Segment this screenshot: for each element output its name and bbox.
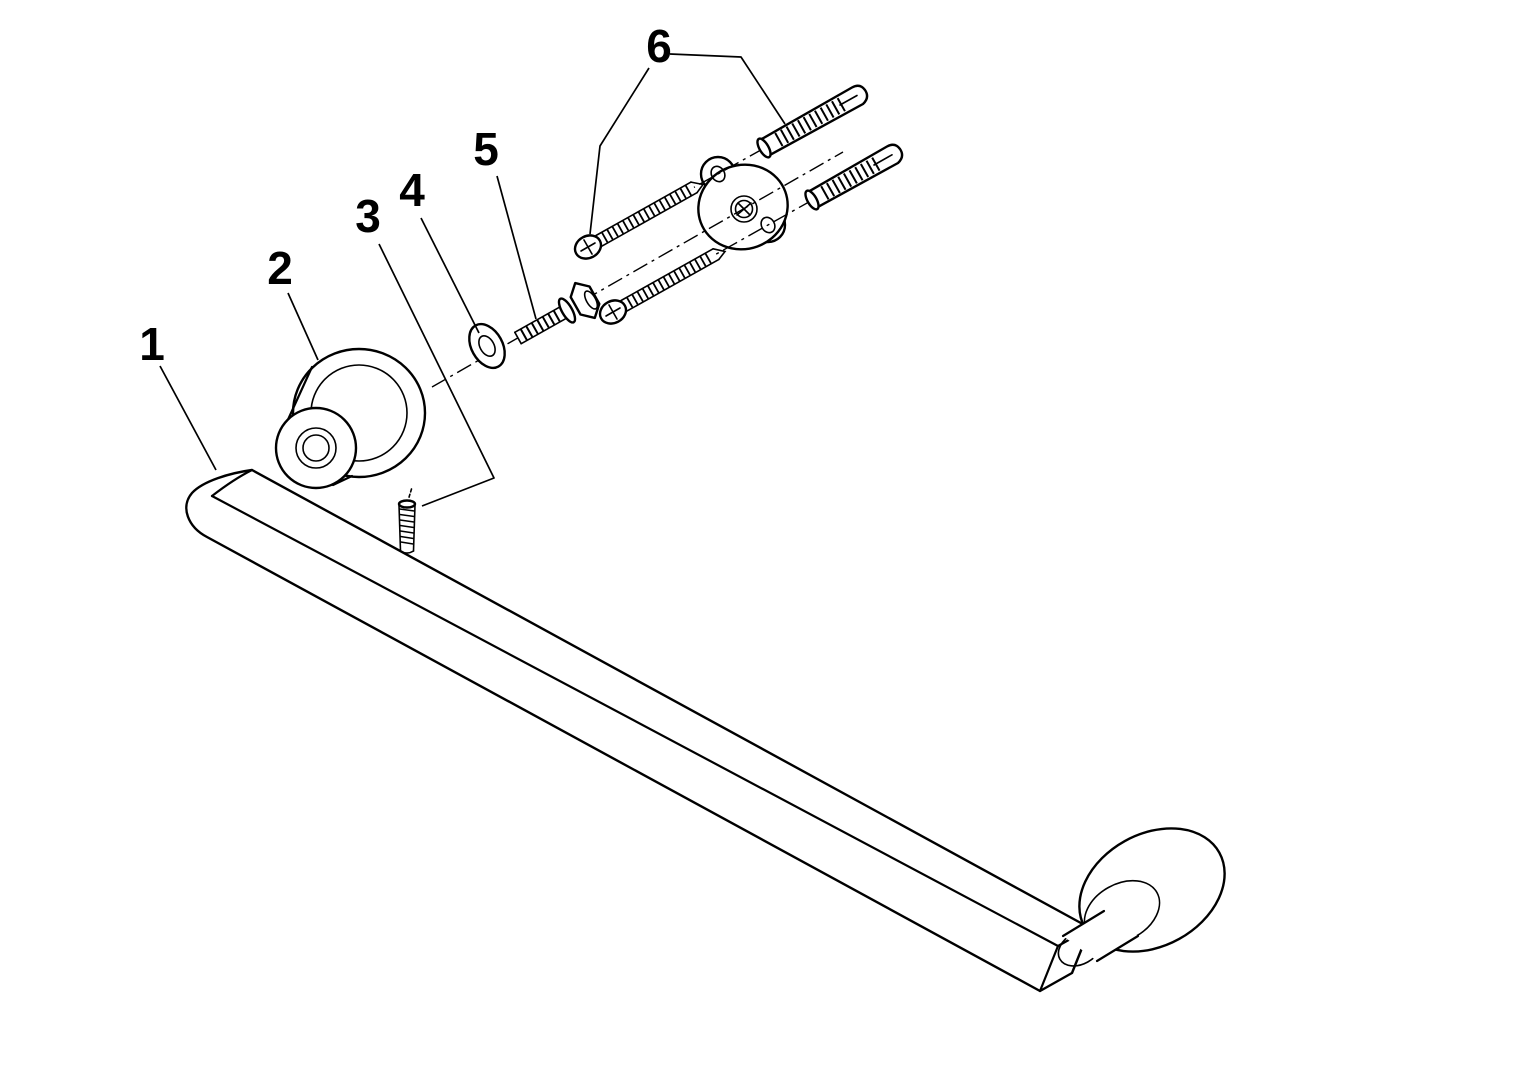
- stud-side-b: [514, 304, 564, 334]
- mounting-plate: [697, 155, 789, 251]
- set-screw-thread-3: [399, 519, 415, 523]
- leader-5: [496, 175, 537, 320]
- hex-nut: [569, 281, 601, 320]
- stud-side-a: [520, 315, 570, 345]
- right-post-body-fill: [1063, 911, 1138, 961]
- set-screw-side-a: [398, 504, 402, 552]
- callout-number-6: 6: [646, 20, 672, 72]
- set-screw-thread-5: [399, 530, 415, 534]
- anchor-a-split: [839, 94, 858, 106]
- screw-b-side-b: [620, 248, 714, 302]
- screw-a-side-a: [601, 191, 698, 247]
- stud-collar: [557, 297, 577, 324]
- right-post-side-b: [1095, 934, 1140, 963]
- anchor-b-split: [873, 154, 893, 166]
- stud-thread: [519, 308, 565, 341]
- right-post-escutcheon: [1057, 827, 1226, 967]
- leader-6-anchors: [669, 53, 786, 125]
- leader-2: [287, 292, 319, 361]
- screw-b-thread: [626, 251, 715, 308]
- left-post-thread-hole-inner: [302, 434, 330, 462]
- screw-b: [598, 248, 727, 325]
- wall-anchor-b: [804, 143, 904, 211]
- screw-a-side-b: [595, 181, 692, 237]
- nut-end-face: [583, 290, 599, 310]
- plate-center-hole-outer: [730, 195, 758, 223]
- set-screw-bottom: [399, 550, 415, 554]
- leader-3: [378, 243, 495, 507]
- main-axis-line: [431, 151, 844, 388]
- screw-b-side-a: [626, 258, 720, 312]
- left-post-thread-hole-outer: [295, 427, 337, 469]
- anchor-b-ribs: [820, 155, 884, 200]
- callout-numbers: 1 2 3 4 5 6: [139, 20, 672, 370]
- leader-4: [420, 217, 480, 334]
- towel-bar: [185, 468, 1092, 993]
- plate-hole-b: [760, 216, 776, 234]
- washer: [468, 322, 506, 370]
- callout-number-1: 1: [139, 318, 165, 370]
- bar-front-top-edge: [210, 494, 1060, 948]
- set-screw-thread-1: [398, 508, 416, 512]
- plate-center-hole-inner: [734, 199, 754, 219]
- left-post-face: [274, 406, 358, 490]
- plate-hole-a: [710, 165, 726, 183]
- set-screw-thread-6: [399, 535, 415, 540]
- set-screw-thread-2: [399, 513, 415, 518]
- screw-b-phillips-2: [608, 304, 618, 320]
- anchor-a-collar: [756, 137, 772, 159]
- leader-6-screws: [589, 67, 650, 235]
- set-screw: [397, 488, 417, 554]
- washer-hole: [478, 334, 496, 358]
- screw-a-thread: [601, 184, 693, 243]
- callout-number-5: 5: [473, 123, 499, 175]
- callout-number-2: 2: [267, 242, 293, 294]
- callout-number-4: 4: [399, 164, 425, 216]
- set-screw-thread-4: [399, 524, 415, 529]
- bar-end-face-front-edge: [1038, 944, 1060, 993]
- callout-number-3: 3: [355, 190, 381, 242]
- bar-outline: [185, 468, 1092, 993]
- anchor-b-body: [806, 143, 904, 209]
- leader-1: [159, 365, 217, 471]
- screw-a-tip: [690, 181, 705, 194]
- anchor-b-collar: [804, 189, 820, 211]
- left-post-escutcheon: [274, 347, 427, 490]
- threaded-stud-nut: [514, 281, 601, 345]
- stud-end-cap: [514, 331, 522, 345]
- wall-anchor-a: [756, 84, 869, 159]
- left-cone-upper-line: [284, 365, 314, 426]
- screw-a-phillips-2: [583, 239, 593, 255]
- set-screw-head: [397, 499, 417, 509]
- set-screw-link-line: [407, 488, 413, 500]
- set-screw-thread-7: [400, 541, 414, 545]
- right-post-side-a: [1061, 909, 1106, 938]
- bar-left-cap-edge: [210, 468, 254, 498]
- screw-a: [573, 181, 705, 260]
- screw-b-tip: [712, 248, 727, 261]
- callout-leaders: [159, 53, 786, 507]
